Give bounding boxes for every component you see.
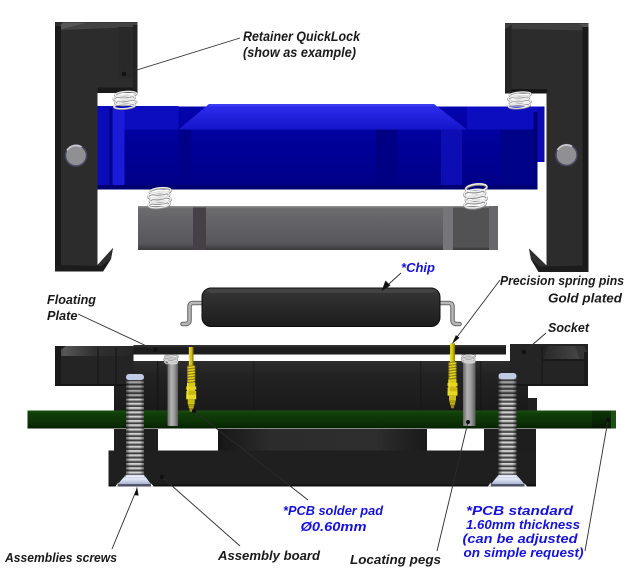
svg-text:*PCB solder pad: *PCB solder pad (283, 504, 383, 518)
svg-text:Ø0.60mm: Ø0.60mm (301, 520, 367, 534)
svg-text:on simple request): on simple request) (464, 546, 584, 560)
svg-text:Precision spring pins: Precision spring pins (500, 273, 624, 288)
svg-text:Socket: Socket (548, 320, 590, 335)
svg-text:*Chip: *Chip (401, 260, 435, 275)
svg-text:Floating: Floating (47, 292, 96, 307)
svg-text:(show as example): (show as example) (243, 45, 356, 60)
svg-text:Retainer QuickLock: Retainer QuickLock (243, 29, 361, 44)
svg-text:Plate: Plate (47, 308, 78, 323)
svg-text:(can be adjusted: (can be adjusted (463, 532, 578, 546)
svg-text:Assemblies screws: Assemblies screws (4, 551, 117, 565)
svg-text:1.60mm thickness: 1.60mm thickness (466, 518, 580, 532)
svg-text:Assembly board: Assembly board (217, 549, 320, 563)
svg-text:*PCB standard: *PCB standard (466, 504, 573, 518)
svg-text:Gold plated: Gold plated (548, 291, 623, 306)
svg-text:Locating pegs: Locating pegs (350, 553, 441, 567)
